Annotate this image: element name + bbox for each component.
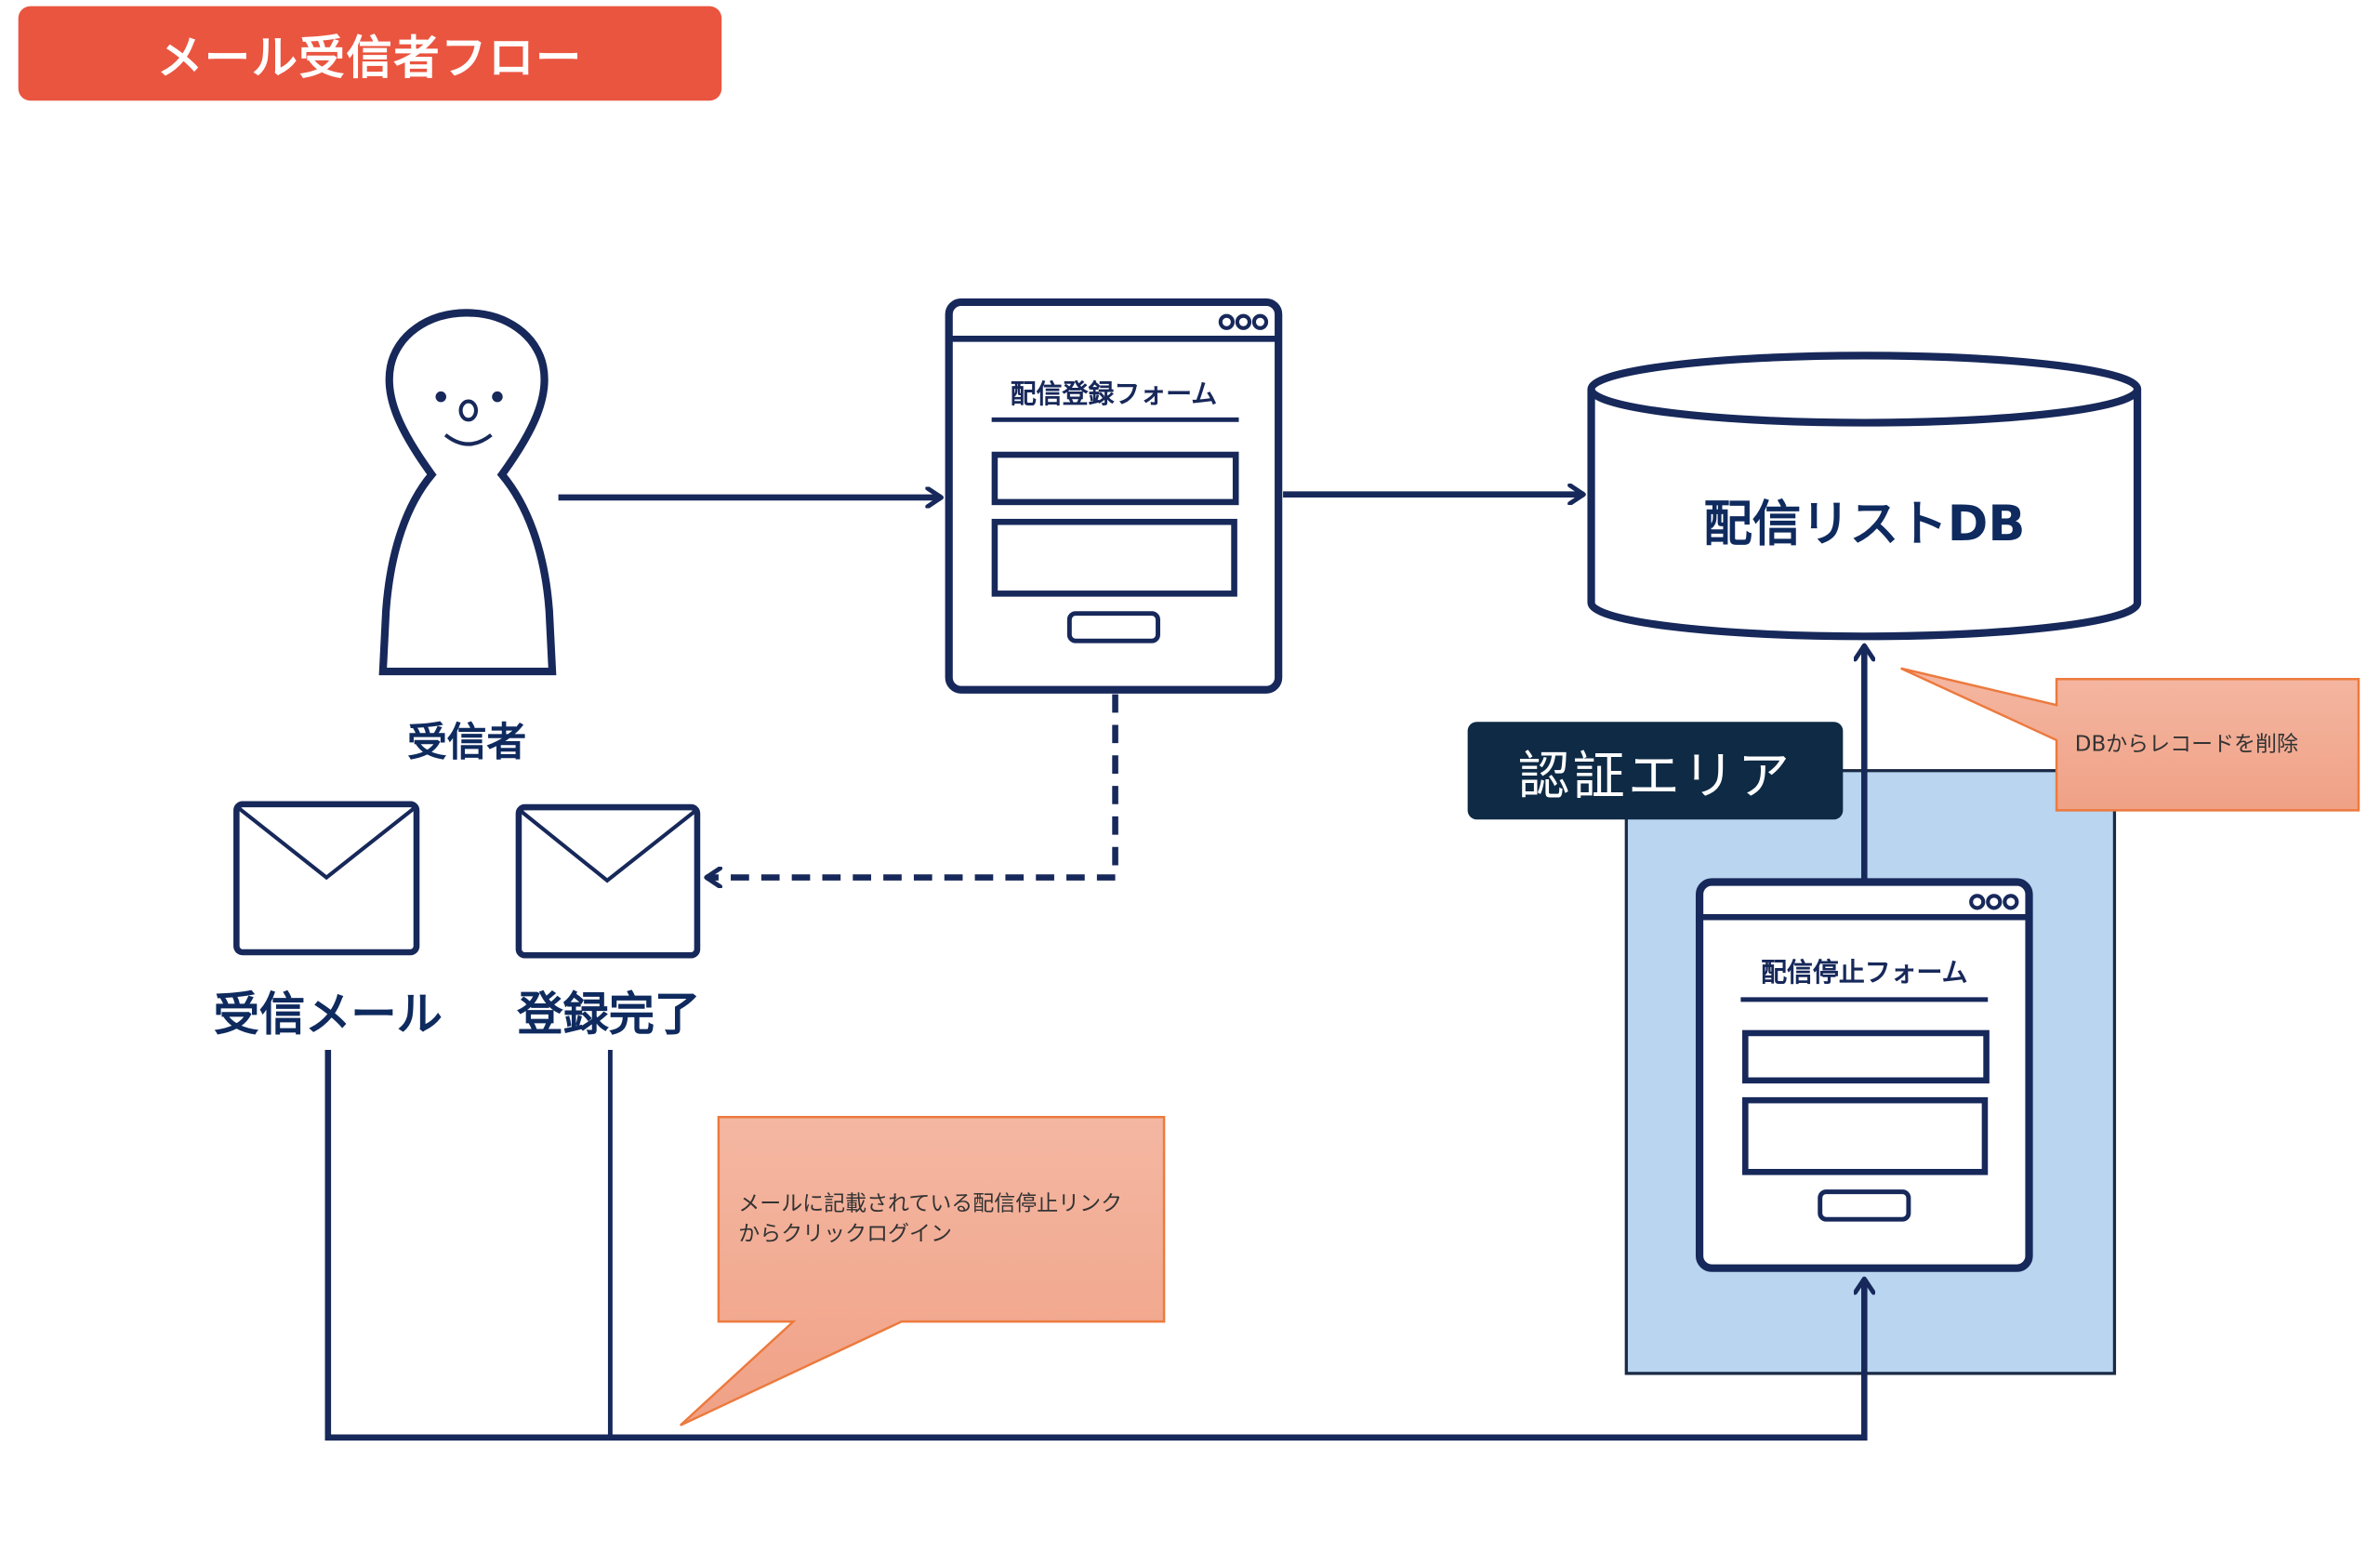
callout-delete-record-text: DBからレコードを削除 bbox=[2074, 732, 2298, 757]
edge-mail-to-unsubscribe bbox=[324, 1050, 1864, 1441]
unsubscribe-form-title: 配信停止フォーム bbox=[1761, 958, 1968, 989]
signup-form-window bbox=[945, 298, 1283, 694]
callout-click-login-line-2: からクリックログイン bbox=[738, 1222, 952, 1247]
edge-signup-to-complete-dashed bbox=[707, 694, 1118, 878]
database-label: 配信リストDB bbox=[1703, 494, 2026, 553]
signup-form-title: 配信登録フォーム bbox=[1010, 379, 1218, 411]
window-controls-icon bbox=[1969, 894, 2019, 910]
signup-textarea-field bbox=[991, 518, 1237, 597]
window-controls-icon bbox=[1218, 313, 1269, 330]
unsubscribe-form-window bbox=[1695, 878, 2033, 1272]
signup-input-field bbox=[991, 451, 1239, 506]
received-mail-label: 受信メール bbox=[213, 989, 443, 1042]
unsubscribe-input-field bbox=[1742, 1029, 1990, 1084]
envelope-icon-received bbox=[233, 801, 420, 956]
callout-click-login-line-1: メールに記載されている配信停止リンク bbox=[738, 1191, 1123, 1216]
registration-complete-label: 登録完了 bbox=[517, 989, 701, 1042]
database-cylinder-icon bbox=[1587, 352, 2142, 641]
person-icon bbox=[378, 309, 557, 676]
signup-submit-button bbox=[1066, 611, 1160, 644]
auth-area-badge: 認証エリア bbox=[1467, 722, 1844, 820]
callout-click-login bbox=[680, 1115, 1166, 1427]
callout-delete-record bbox=[1900, 667, 2360, 812]
page-title: メール受信者フロー bbox=[18, 6, 722, 101]
recipient-label: 受信者 bbox=[407, 720, 527, 766]
envelope-icon-complete bbox=[515, 803, 701, 959]
unsubscribe-textarea-field bbox=[1742, 1096, 1989, 1175]
unsubscribe-submit-button bbox=[1818, 1189, 1911, 1222]
